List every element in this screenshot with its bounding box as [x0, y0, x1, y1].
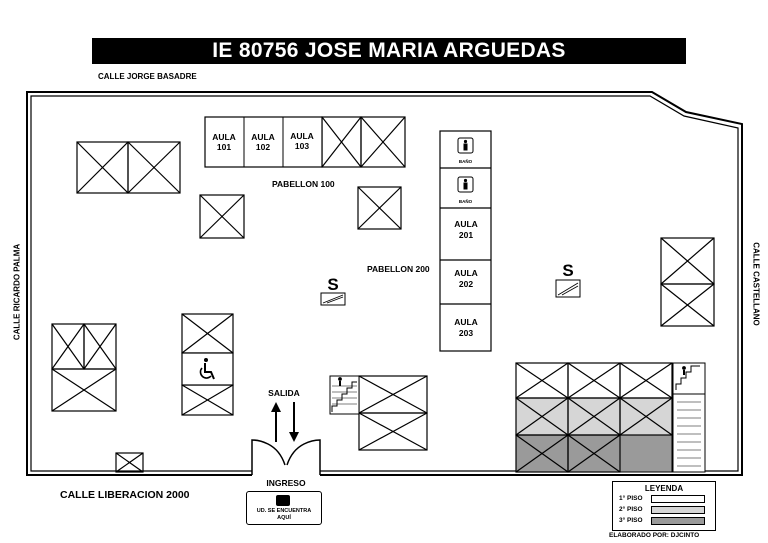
bano-label-1: BAÑO: [459, 158, 473, 164]
person-icon: [276, 495, 290, 506]
block-cross-line: [360, 116, 406, 168]
pabellon-200-block: [439, 130, 492, 352]
crossed-block: [199, 194, 245, 239]
block-cross-line: [619, 397, 673, 436]
stairs-icon: [329, 375, 360, 415]
you-are-here-marker: UD. SE ENCUENTRA AQUÍ: [246, 491, 322, 525]
svg-text:S: S: [562, 261, 573, 280]
aula-101-label: AULA: [212, 132, 236, 142]
legend-swatch-2: [651, 506, 705, 514]
block-cross-line: [181, 384, 234, 416]
safe-zone-icon: S: [555, 261, 581, 298]
aula-201-label: AULA: [454, 219, 478, 229]
crossed-block: [127, 141, 181, 194]
block-cross-line: [83, 323, 117, 370]
legend-swatch-1: [651, 495, 705, 503]
street-top: CALLE JORGE BASADRE: [98, 72, 197, 81]
block-cross-line: [515, 434, 569, 473]
block-cross-line: [515, 397, 569, 436]
block-cross-line: [567, 362, 621, 399]
aula-103-number: 103: [295, 141, 309, 151]
legend-title: LEYENDA: [644, 484, 684, 493]
credit: ELABORADO POR: DJCINTO: [609, 532, 700, 539]
block-cross-line: [181, 313, 234, 354]
block-cross-line: [199, 194, 245, 239]
block-cross-line: [660, 237, 715, 285]
legend-row-1: 1° PISO: [619, 495, 705, 503]
multi-storey-block: [567, 434, 621, 473]
blocks: [51, 116, 715, 473]
aula-203-label: AULA: [454, 317, 478, 327]
aula-101-number: 101: [217, 142, 231, 152]
block-cross-line: [358, 375, 428, 414]
block-cross-line: [321, 116, 362, 168]
block-cross-line: [567, 434, 621, 473]
block-cross-line: [115, 452, 144, 473]
pabellon-200-label: PABELLON 200: [367, 264, 430, 274]
block-cross-line: [660, 283, 715, 327]
pabellon-100-label: PABELLON 100: [272, 179, 335, 189]
block-cross-line: [51, 368, 117, 412]
crossed-block: [358, 412, 428, 451]
legend-row-3: 3° PISO: [619, 517, 705, 525]
block-cross-line: [567, 397, 621, 436]
you-are-here-line2: AQUÍ: [277, 514, 291, 521]
aula-102-label: AULA: [251, 132, 275, 142]
aula-103-label: AULA: [290, 131, 314, 141]
crossed-block: [360, 116, 406, 168]
aula-102-number: 102: [256, 142, 270, 152]
crossed-block: [357, 186, 402, 230]
wheelchair-icon: [181, 352, 234, 386]
bano-label-2: BAÑO: [459, 198, 473, 204]
pabellon-100-block: [204, 116, 323, 168]
aula-202-number: 202: [459, 279, 473, 289]
perimeter-wall: [26, 91, 743, 476]
you-are-here-line1: UD. SE ENCUENTRA: [256, 508, 312, 514]
map-title: IE 80756 JOSE MARIA ARGUEDAS: [92, 38, 686, 64]
salida-label: SALIDA: [268, 388, 300, 398]
legend-label-2: 2° PISO: [619, 506, 643, 513]
entrance-gate: [251, 439, 321, 475]
block-cross-line: [51, 323, 85, 370]
legend-label-1: 1° PISO: [619, 495, 643, 502]
restroom-icon: [457, 176, 474, 193]
legend-label-3: 3° PISO: [619, 517, 643, 524]
legend: LEYENDA 1° PISO 2° PISO 3° PISO: [612, 481, 716, 531]
ingreso-label: INGRESO: [266, 478, 306, 488]
aula-201-number: 201: [459, 230, 473, 240]
block-cross-line: [515, 362, 569, 399]
aula-202-label: AULA: [454, 268, 478, 278]
block-cross-line: [76, 141, 129, 194]
crossed-block: [660, 283, 715, 327]
exit-arrow-icon: [271, 402, 299, 442]
restroom-icon: [457, 137, 474, 154]
legend-swatch-3: [651, 517, 705, 525]
block-cross-line: [127, 141, 181, 194]
svg-text:S: S: [327, 275, 338, 294]
safe-zone-icon: S: [320, 275, 346, 306]
block-cross-line: [357, 186, 402, 230]
stairs-icon: [672, 362, 706, 473]
multi-storey-block: [619, 397, 673, 436]
legend-row-2: 2° PISO: [619, 506, 705, 514]
aula-203-number: 203: [459, 328, 473, 338]
block-cross-line: [358, 412, 428, 451]
block-cross-line: [619, 362, 673, 399]
crossed-block: [51, 368, 117, 412]
crossed-block: [115, 452, 144, 473]
street-bottom: CALLE LIBERACION 2000: [60, 489, 190, 501]
